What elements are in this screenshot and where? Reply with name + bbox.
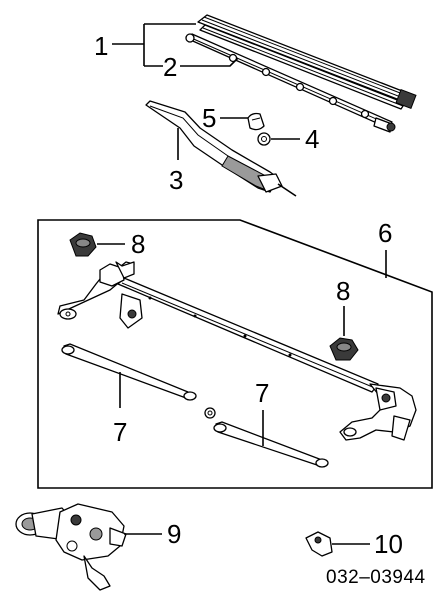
callout-2-label: 2 <box>163 52 177 82</box>
callout-5-label: 5 <box>202 103 216 133</box>
callout-1: 1 <box>94 23 196 66</box>
wiper-blade-rubber <box>185 33 396 133</box>
callout-3: 3 <box>169 128 183 195</box>
callout-10-label: 10 <box>374 529 403 559</box>
pivot-grommet-lower <box>329 337 359 361</box>
rod-bushing <box>204 407 216 419</box>
callout-5: 5 <box>202 103 248 133</box>
callout-8-lower: 8 <box>336 276 350 336</box>
callout-9-label: 9 <box>167 519 181 549</box>
linkage-assembly-frame <box>37 219 433 489</box>
callout-7-right: 7 <box>255 378 269 446</box>
callout-8-upper: 8 <box>97 229 145 259</box>
arm-nut <box>257 132 271 146</box>
callout-7-left: 7 <box>113 372 127 447</box>
connecting-rod-left <box>61 343 197 401</box>
callout-4: 4 <box>271 124 319 154</box>
callout-4-label: 4 <box>305 124 319 154</box>
wiper-motor <box>15 503 127 591</box>
callout-8-lower-label: 8 <box>336 276 350 306</box>
callout-7-left-label: 7 <box>113 417 127 447</box>
right-pivot-bracket <box>339 383 417 441</box>
left-pivot-bracket <box>57 261 143 329</box>
callout-3-label: 3 <box>169 165 183 195</box>
callout-8-upper-label: 8 <box>131 229 145 259</box>
callout-10: 10 <box>332 529 403 559</box>
callout-6-label: 6 <box>378 218 392 248</box>
callout-7-right-label: 7 <box>255 378 269 408</box>
callout-6: 6 <box>378 218 392 278</box>
callout-2: 2 <box>144 52 239 82</box>
arm-cap <box>247 112 265 131</box>
wiper-blade-assembly <box>197 14 417 110</box>
pivot-grommet-upper <box>69 232 97 257</box>
wiper-arm <box>145 100 297 197</box>
mounting-clip <box>305 531 333 557</box>
callout-9: 9 <box>124 519 181 549</box>
callout-1-label: 1 <box>94 31 108 61</box>
diagram-part-number: 032–03944 <box>326 567 426 588</box>
connecting-rod-right <box>213 421 329 468</box>
